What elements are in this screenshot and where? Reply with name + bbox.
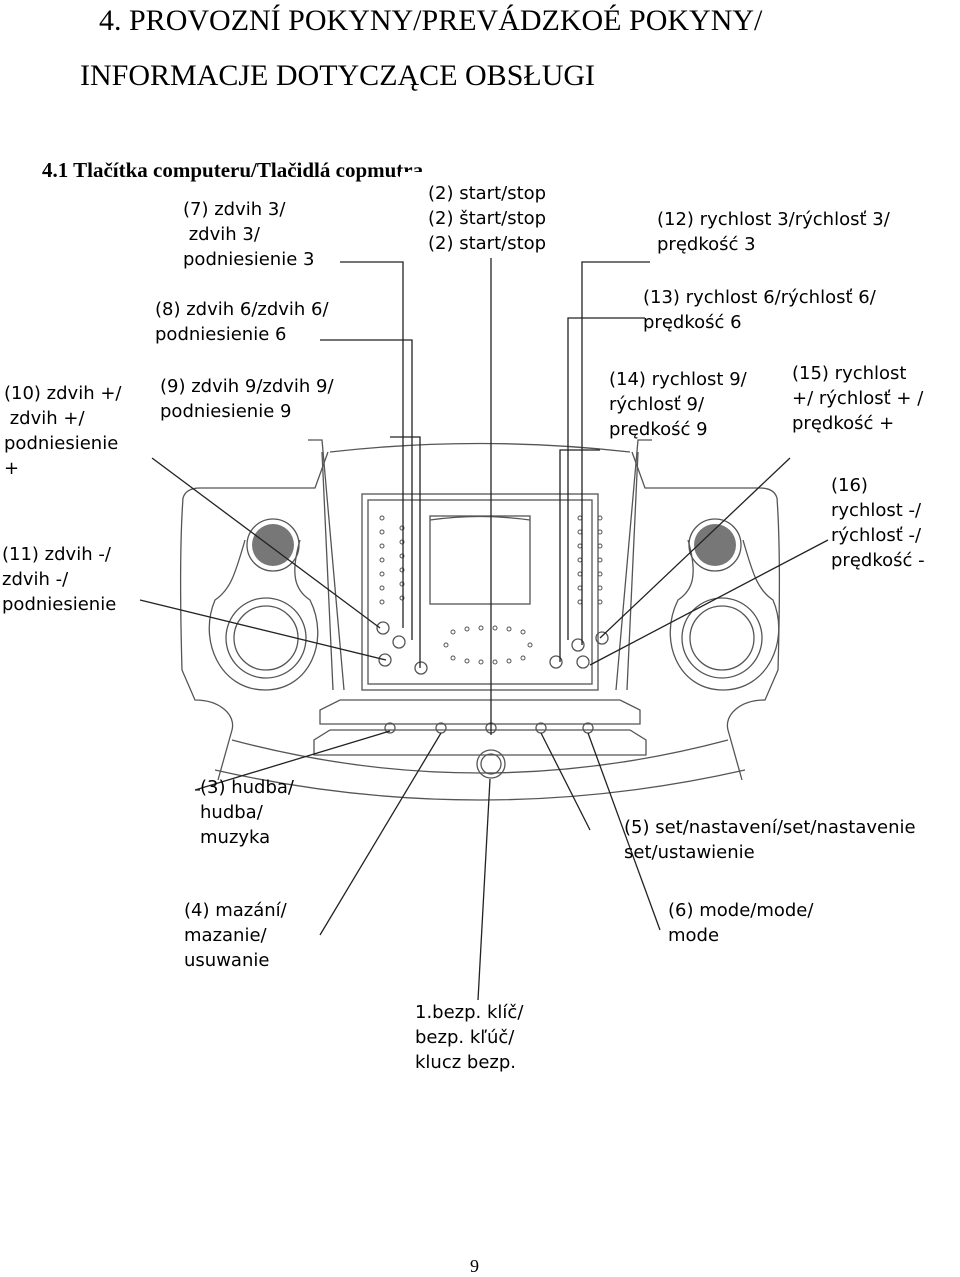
label-zdvih-plus: (10) zdvih +/ zdvih +/ podniesienie + [4, 383, 122, 479]
section-heading-line2: INFORMACJE DOTYCZĄCE OBSŁUGI [80, 59, 596, 92]
console-outline [179, 439, 781, 801]
section-heading-line1: 4. PROVOZNÍ POKYNY/PREVÁDZKOÉ POKYNY/ [99, 4, 763, 37]
label-set: (5) set/nastavení/set/nastavenie set/ust… [624, 817, 916, 863]
led-dots [379, 515, 603, 665]
label-zdvih-9: (9) zdvih 9/zdvih 9/ podniesienie 9 [160, 376, 334, 422]
label-rychlost-minus: (16) rychlost -/ rýchlosť -/ prędkość - [831, 475, 925, 571]
label-zdvih-3: (7) zdvih 3/ zdvih 3/ podniesienie 3 [183, 199, 315, 270]
label-start-stop: (2) start/stop (2) štart/stop (2) start/… [428, 183, 547, 254]
leader-lines [139, 258, 829, 1001]
mask [400, 172, 570, 212]
label-rychlost-3: (12) rychlost 3/rýchlosť 3/ prędkość 3 [657, 209, 890, 255]
subsection-heading: 4.1 Tlačítka computeru/Tlačidlá copmutra [42, 158, 424, 182]
label-rychlost-9: (14) rychlost 9/ rýchlosť 9/ prędkość 9 [609, 369, 747, 440]
label-zdvih-minus: (11) zdvih -/ zdvih -/ podniesienie [2, 544, 117, 615]
label-zdvih-6: (8) zdvih 6/zdvih 6/ podniesienie 6 [155, 299, 329, 345]
page-number: 9 [470, 1256, 479, 1276]
label-mazani: (4) mazání/ mazanie/ usuwanie [184, 900, 287, 971]
label-rychlost-6: (13) rychlost 6/rýchlosť 6/ prędkość 6 [643, 287, 876, 333]
label-mode: (6) mode/mode/ mode [668, 900, 814, 946]
label-rychlost-plus: (15) rychlost +/ rýchlosť + / prędkość + [792, 363, 924, 434]
label-bezpecnostni-klic: 1.bezp. klíč/ bezp. kľúč/ klucz bezp. [415, 1002, 524, 1073]
speaker-grilles [252, 524, 736, 566]
label-hudba: (3) hudba/ hudba/ muzyka [200, 777, 294, 848]
